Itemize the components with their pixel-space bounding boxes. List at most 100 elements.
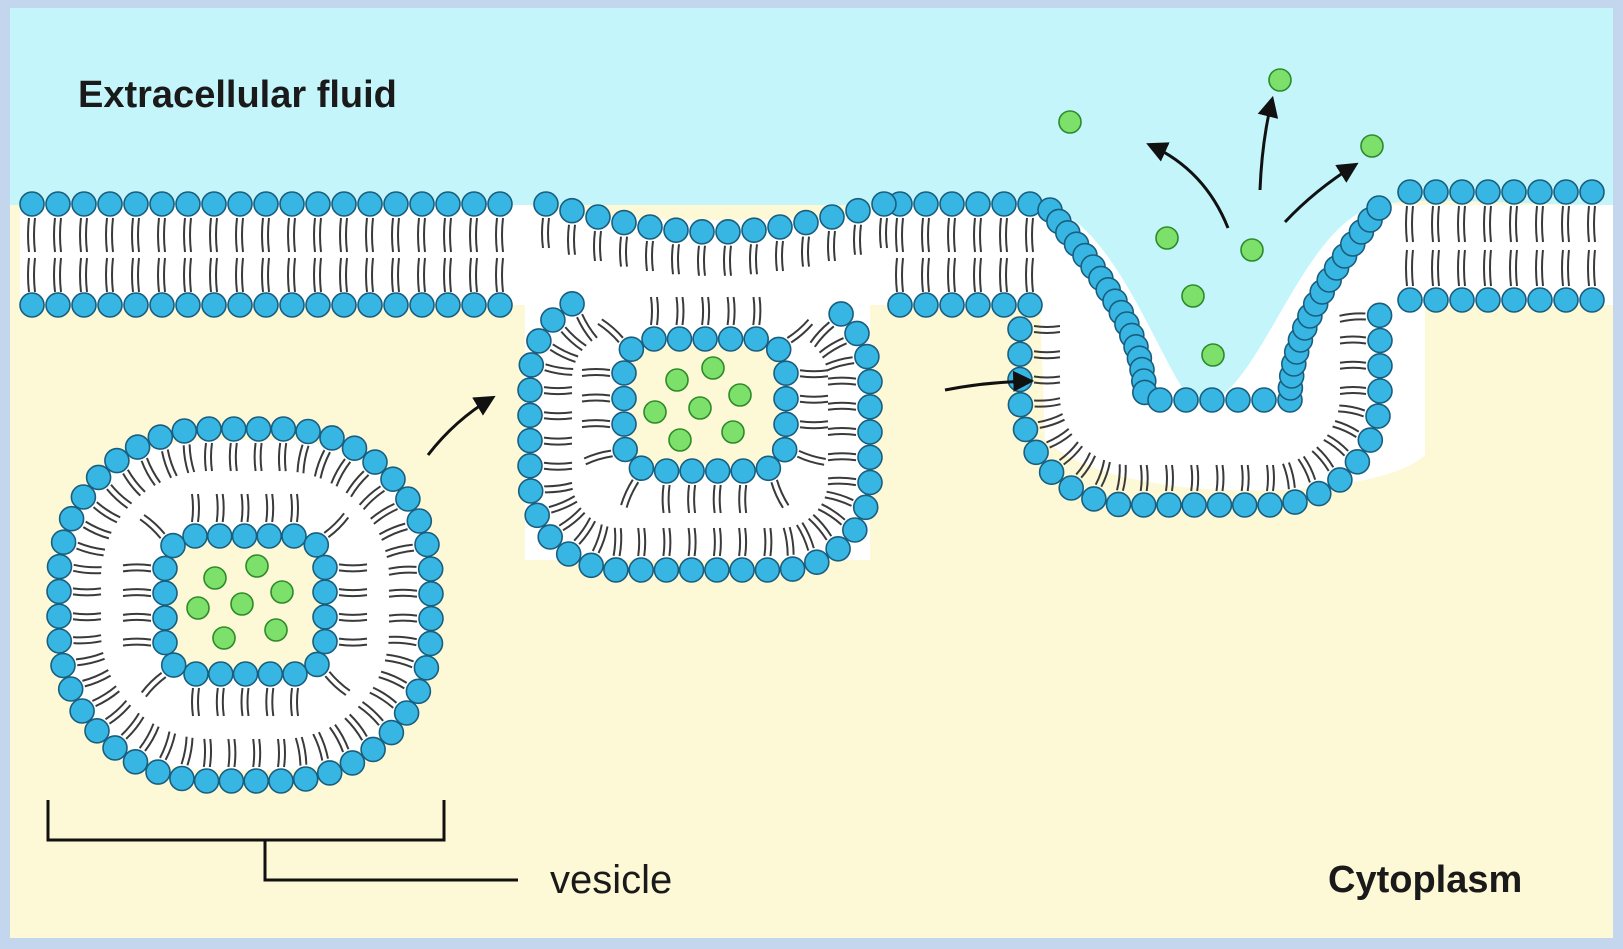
phospholipid-head-icon	[150, 192, 174, 216]
lipid-tail	[138, 218, 139, 252]
lipid-tail	[418, 218, 419, 252]
phospholipid-head-icon	[161, 534, 185, 558]
lipid-tail	[1510, 250, 1511, 286]
phospholipid-head-icon	[756, 456, 780, 480]
lipid-tail	[248, 688, 249, 716]
phospholipid-head-icon	[415, 533, 439, 557]
lipid-tail	[346, 258, 347, 292]
lipid-tail	[190, 218, 191, 252]
lipid-tail	[502, 258, 503, 292]
lipid-tail	[242, 218, 243, 252]
phospholipid-head-icon	[222, 417, 246, 441]
lipid-tail	[476, 218, 477, 252]
lipid-tail	[476, 258, 477, 292]
lipid-tail	[320, 218, 321, 252]
lipid-tail	[730, 246, 731, 276]
lipid-tail	[211, 443, 212, 471]
lipid-tail	[720, 528, 721, 556]
phospholipid-head-icon	[1580, 180, 1604, 204]
phospholipid-head-icon	[1554, 180, 1578, 204]
phospholipid-head-icon	[560, 199, 584, 223]
phospholipid-head-icon	[488, 293, 512, 317]
phospholipid-head-icon	[534, 192, 558, 216]
lipid-tail	[1594, 206, 1595, 242]
lipid-tail	[1340, 393, 1366, 394]
phospholipid-head-icon	[719, 327, 743, 351]
phospholipid-head-icon	[202, 293, 226, 317]
lipid-tail	[1406, 250, 1407, 286]
phospholipid-head-icon	[642, 327, 666, 351]
cargo-molecule-icon	[231, 593, 253, 615]
phospholipid-head-icon	[1018, 293, 1042, 317]
phospholipid-head-icon	[846, 199, 870, 223]
lipid-tail	[678, 244, 679, 274]
phospholipid-head-icon	[46, 192, 70, 216]
lipid-tail	[669, 485, 670, 513]
lipid-tail	[544, 418, 572, 419]
lipid-tail	[54, 258, 55, 292]
cargo-molecule-icon	[702, 357, 724, 379]
lipid-tail	[1464, 250, 1465, 286]
phospholipid-head-icon	[1398, 288, 1422, 312]
phospholipid-head-icon	[579, 553, 603, 577]
lipid-tail	[1340, 368, 1366, 369]
phospholipid-head-icon	[153, 556, 177, 580]
lipid-tail	[1267, 465, 1268, 491]
phospholipid-head-icon	[306, 293, 330, 317]
phospholipid-head-icon	[1258, 493, 1282, 517]
lipid-tail	[582, 426, 610, 427]
phospholipid-head-icon	[855, 345, 879, 369]
phospholipid-head-icon	[150, 293, 174, 317]
lipid-tail	[502, 218, 503, 252]
cargo-molecule-icon	[204, 567, 226, 589]
lipid-tail	[745, 485, 746, 513]
phospholipid-head-icon	[462, 192, 486, 216]
phospholipid-head-icon	[858, 445, 882, 469]
phospholipid-head-icon	[283, 662, 307, 686]
phospholipid-head-icon	[124, 192, 148, 216]
cargo-molecule-icon	[1156, 227, 1178, 249]
phospholipid-head-icon	[148, 425, 172, 449]
phospholipid-head-icon	[716, 220, 740, 244]
phospholipid-head-icon	[781, 557, 805, 581]
phospholipid-head-icon	[47, 604, 71, 628]
lipid-tail	[372, 218, 373, 252]
lipid-tail	[297, 688, 298, 716]
lipid-tail	[644, 528, 645, 556]
lipid-tail	[297, 494, 298, 522]
lipid-tail	[764, 528, 765, 556]
cargo-molecule-icon	[1269, 69, 1291, 91]
lipid-tail	[1568, 206, 1569, 242]
phospholipid-head-icon	[379, 721, 403, 745]
phospholipid-head-icon	[1368, 329, 1392, 353]
phospholipid-head-icon	[1132, 493, 1156, 517]
lipid-tail	[1147, 465, 1148, 491]
lipid-tail	[398, 218, 399, 252]
phospholipid-head-icon	[638, 215, 662, 239]
cargo-molecule-icon	[666, 369, 688, 391]
lipid-tail	[1594, 250, 1595, 286]
cargo-molecule-icon	[187, 597, 209, 619]
lipid-tail	[210, 258, 211, 292]
phospholipid-head-icon	[680, 459, 704, 483]
lipid-tail	[450, 218, 451, 252]
phospholipid-head-icon	[774, 387, 798, 411]
lipid-tail	[228, 739, 229, 767]
phospholipid-head-icon	[269, 769, 293, 793]
phospholipid-head-icon	[48, 555, 72, 579]
lipid-tail	[954, 258, 955, 292]
phospholipid-head-icon	[518, 429, 542, 453]
phospholipid-head-icon	[858, 370, 882, 394]
lipid-tail	[695, 528, 696, 556]
lipid-tail	[1273, 465, 1274, 491]
phospholipid-head-icon	[146, 760, 170, 784]
lipid-tail	[123, 570, 151, 571]
lipid-tail	[217, 688, 218, 716]
lipid-tail	[800, 396, 828, 397]
lipid-tail	[568, 225, 569, 255]
cargo-molecule-icon	[722, 421, 744, 443]
phospholipid-head-icon	[613, 438, 637, 462]
lipid-tail	[544, 444, 572, 445]
phospholipid-head-icon	[228, 192, 252, 216]
